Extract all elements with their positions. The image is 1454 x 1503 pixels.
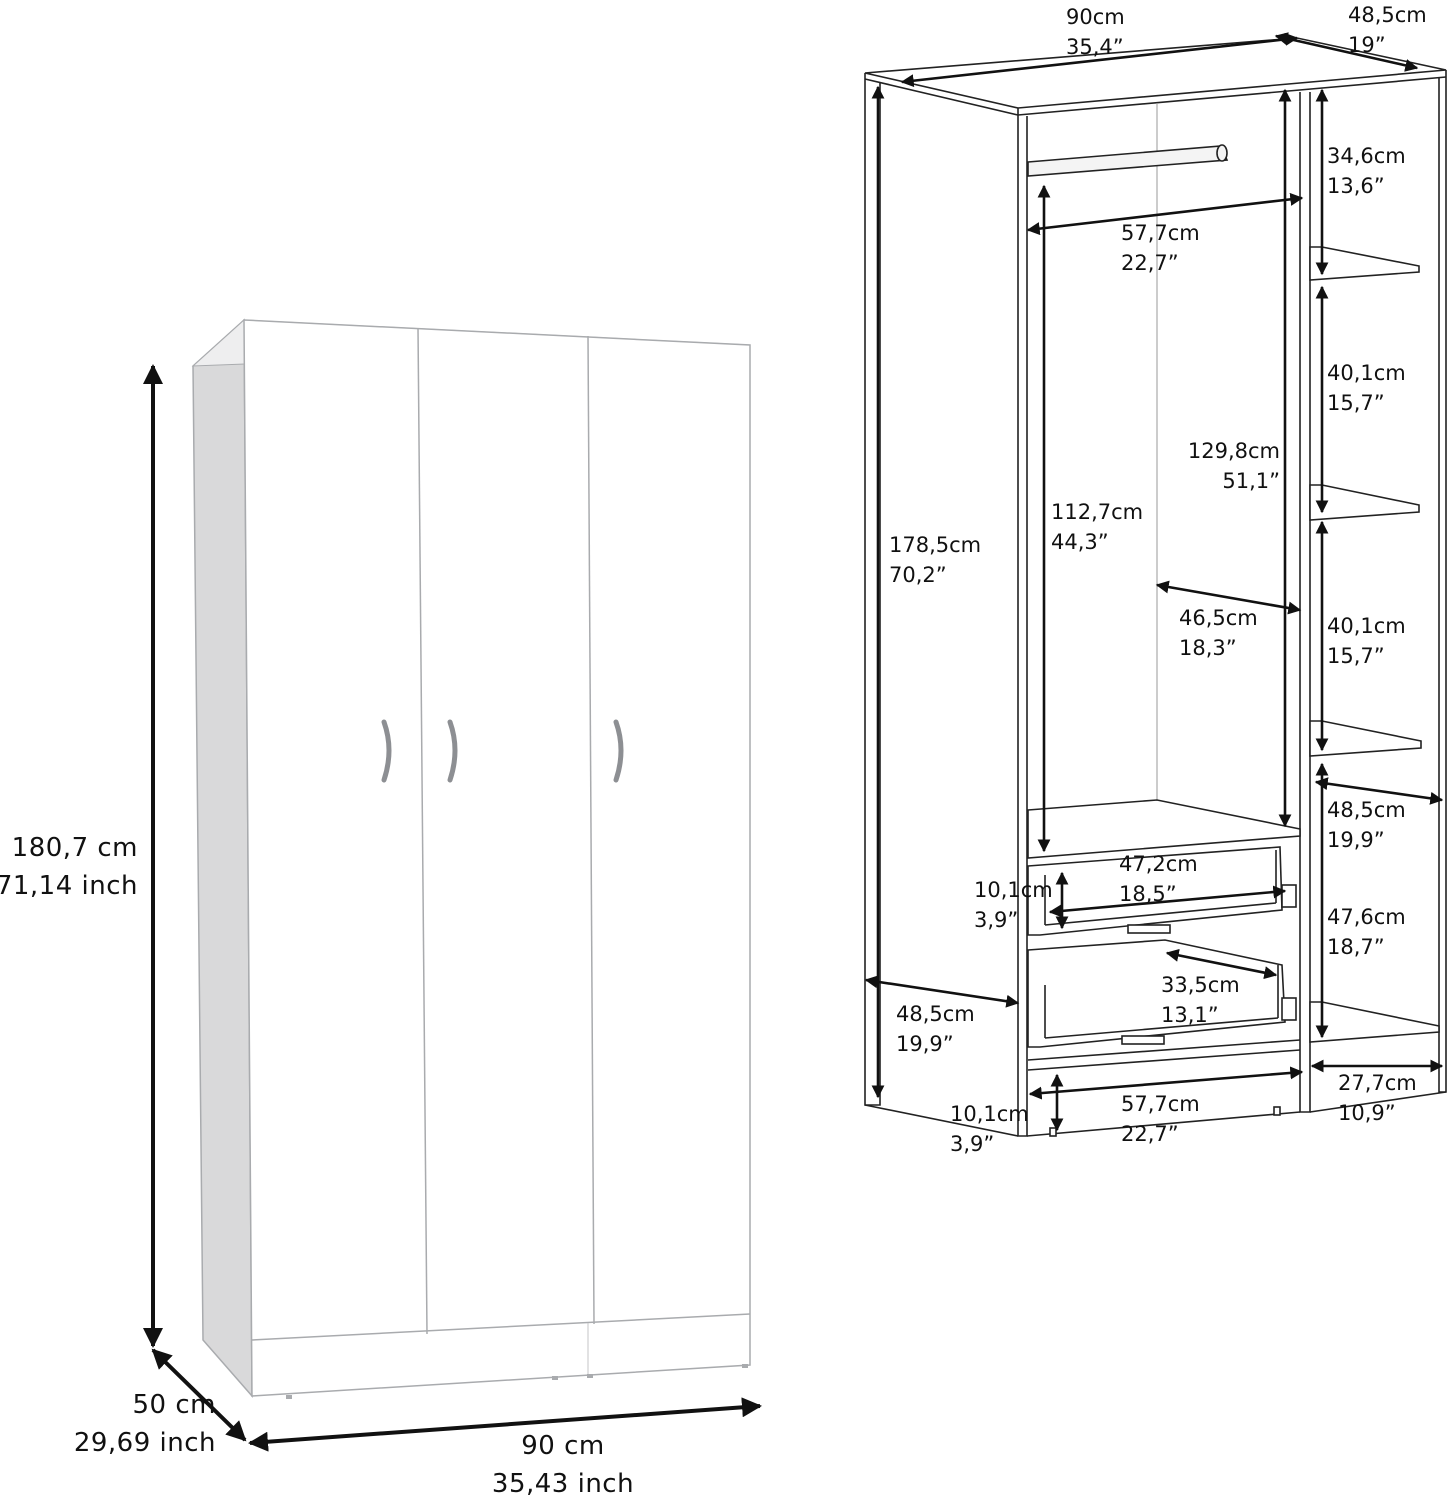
door-seam-1 [417,327,428,1335]
side-width-label: 27,7cm 10,9” [1338,1071,1417,1126]
foot-far [742,1364,748,1368]
top-depth-label: 48,5cm 19” [1348,3,1427,58]
bar-handle-icon [381,719,392,783]
drawer-depth-label: 33,5cm 13,1” [1161,973,1240,1028]
inner-height-label: 129,8cm 51,1” [1187,439,1280,494]
total-height-label: 178,5cm 70,2” [889,533,982,588]
shelf-1 [1309,246,1420,281]
hanging-height-label: 112,7cm 44,3” [1051,500,1144,555]
front-width-label: 90 cm 35,43 inch [491,1431,635,1499]
inner-depth-label: 46,5cm 18,3” [1179,606,1258,661]
side-depth-arrow [864,975,1020,1008]
foot-left [286,1395,292,1399]
shelf-gap-top-label: 34,6cm 13,6” [1327,144,1406,199]
front-width-arrow [248,1397,762,1452]
front-body [243,319,751,1397]
top-width-arrow [900,32,1299,88]
hanging-rail [1027,145,1229,177]
divider-panel [1299,92,1311,1113]
base-height-label: 10,1cm 3,9” [950,1102,1029,1157]
top-width-label: 90cm 35,4” [1066,5,1125,60]
drawer-2-pull [1121,1035,1165,1045]
shelf-gap-1-label: 40,1cm 15,7” [1327,361,1406,416]
bar-handle-icon [447,719,458,783]
front-wardrobe [191,318,751,1399]
inner-depth-arrow [1155,580,1302,615]
door-seam-2 [587,335,595,1325]
plinth-line [251,1313,751,1341]
interior-right-side [1438,70,1447,1093]
drawer-2 [1027,939,1286,1048]
front-side-panel [192,318,253,1399]
drawer-height-label: 10,1cm 3,9” [974,878,1053,933]
rail-width-arrow [1026,192,1304,236]
side-depth-label: 48,5cm 19,9” [896,1002,975,1057]
front-depth-label: 50 cm 29,69 inch [73,1390,216,1458]
drawer-depth-arrow [1165,948,1278,980]
shelf-gap-bottom-label: 47,6cm 18,7” [1327,905,1406,960]
shelf-bottom [1309,1001,1440,1043]
rail-width-label: 57,7cm 22,7” [1121,221,1200,276]
shelf-2 [1309,484,1420,521]
front-height-label: 180,7 cm 71,14 inch [0,833,138,901]
bottom-width-arrow [1028,1066,1304,1100]
foot-mid [552,1376,558,1380]
shelf-depth-label: 48,5cm 19,9” [1327,798,1406,853]
interior-front-post [1017,108,1028,1137]
drawer-width-arrow [1048,885,1287,918]
front-depth-arrow [151,1348,247,1442]
bottom-width-label: 57,7cm 22,7” [1121,1092,1200,1147]
shelf-3 [1309,720,1422,757]
foot-right [587,1374,593,1378]
hanging-bottom-shelf [1027,799,1301,859]
drawer-1-pull [1127,924,1171,934]
top-depth-arrow [1274,32,1419,72]
shelf-depth-arrow [1314,777,1444,805]
drawer-width-label: 47,2cm 18,5” [1119,852,1198,907]
shelf-gap-2-label: 40,1cm 15,7” [1327,614,1406,669]
bar-handle-icon [613,719,624,783]
